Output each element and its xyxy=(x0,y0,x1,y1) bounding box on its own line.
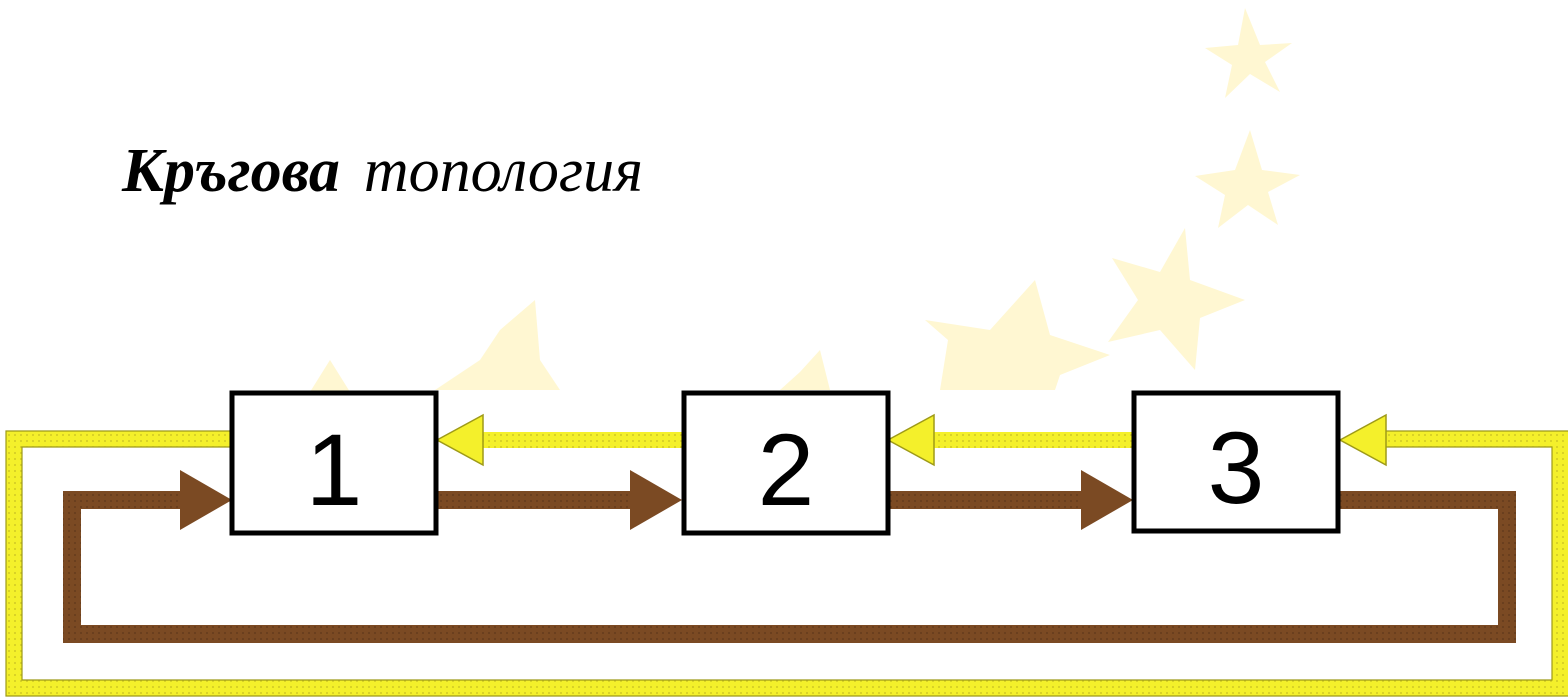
node-1-box xyxy=(229,390,439,536)
title-regular-part: топология xyxy=(363,137,643,205)
node-2: 2 xyxy=(681,390,891,536)
arrow-left-icon xyxy=(886,413,935,467)
node-2-box xyxy=(681,390,891,536)
inner-ring-line xyxy=(63,491,1516,643)
arrow-right-icon xyxy=(1081,470,1133,530)
star-icon xyxy=(310,360,350,392)
page-title: Кръгова топология xyxy=(122,140,643,202)
arrow-right-icon xyxy=(630,470,682,530)
star-icon xyxy=(1195,130,1300,228)
star-icon xyxy=(925,280,1110,390)
star-icon xyxy=(1205,8,1292,98)
node-3: 3 xyxy=(1131,390,1341,534)
title-bold-part: Кръгова xyxy=(122,137,340,205)
node-2-label: 2 xyxy=(758,413,815,527)
star-icon xyxy=(780,350,830,390)
arrow-left-icon xyxy=(1338,413,1387,467)
outer-ring-line-edge xyxy=(5,430,1568,697)
inner-ring xyxy=(63,470,1516,643)
node-1-label: 1 xyxy=(306,413,363,527)
outer-ring xyxy=(5,413,1568,697)
outer-ring-line xyxy=(6,431,1568,696)
node-1: 1 xyxy=(229,390,439,536)
background-stars xyxy=(310,8,1300,392)
node-3-label: 3 xyxy=(1208,411,1265,525)
arrow-left-icon xyxy=(435,413,484,467)
star-icon xyxy=(1108,228,1245,370)
arrow-right-icon xyxy=(180,470,232,530)
node-3-box xyxy=(1131,390,1341,534)
star-icon xyxy=(435,300,560,390)
